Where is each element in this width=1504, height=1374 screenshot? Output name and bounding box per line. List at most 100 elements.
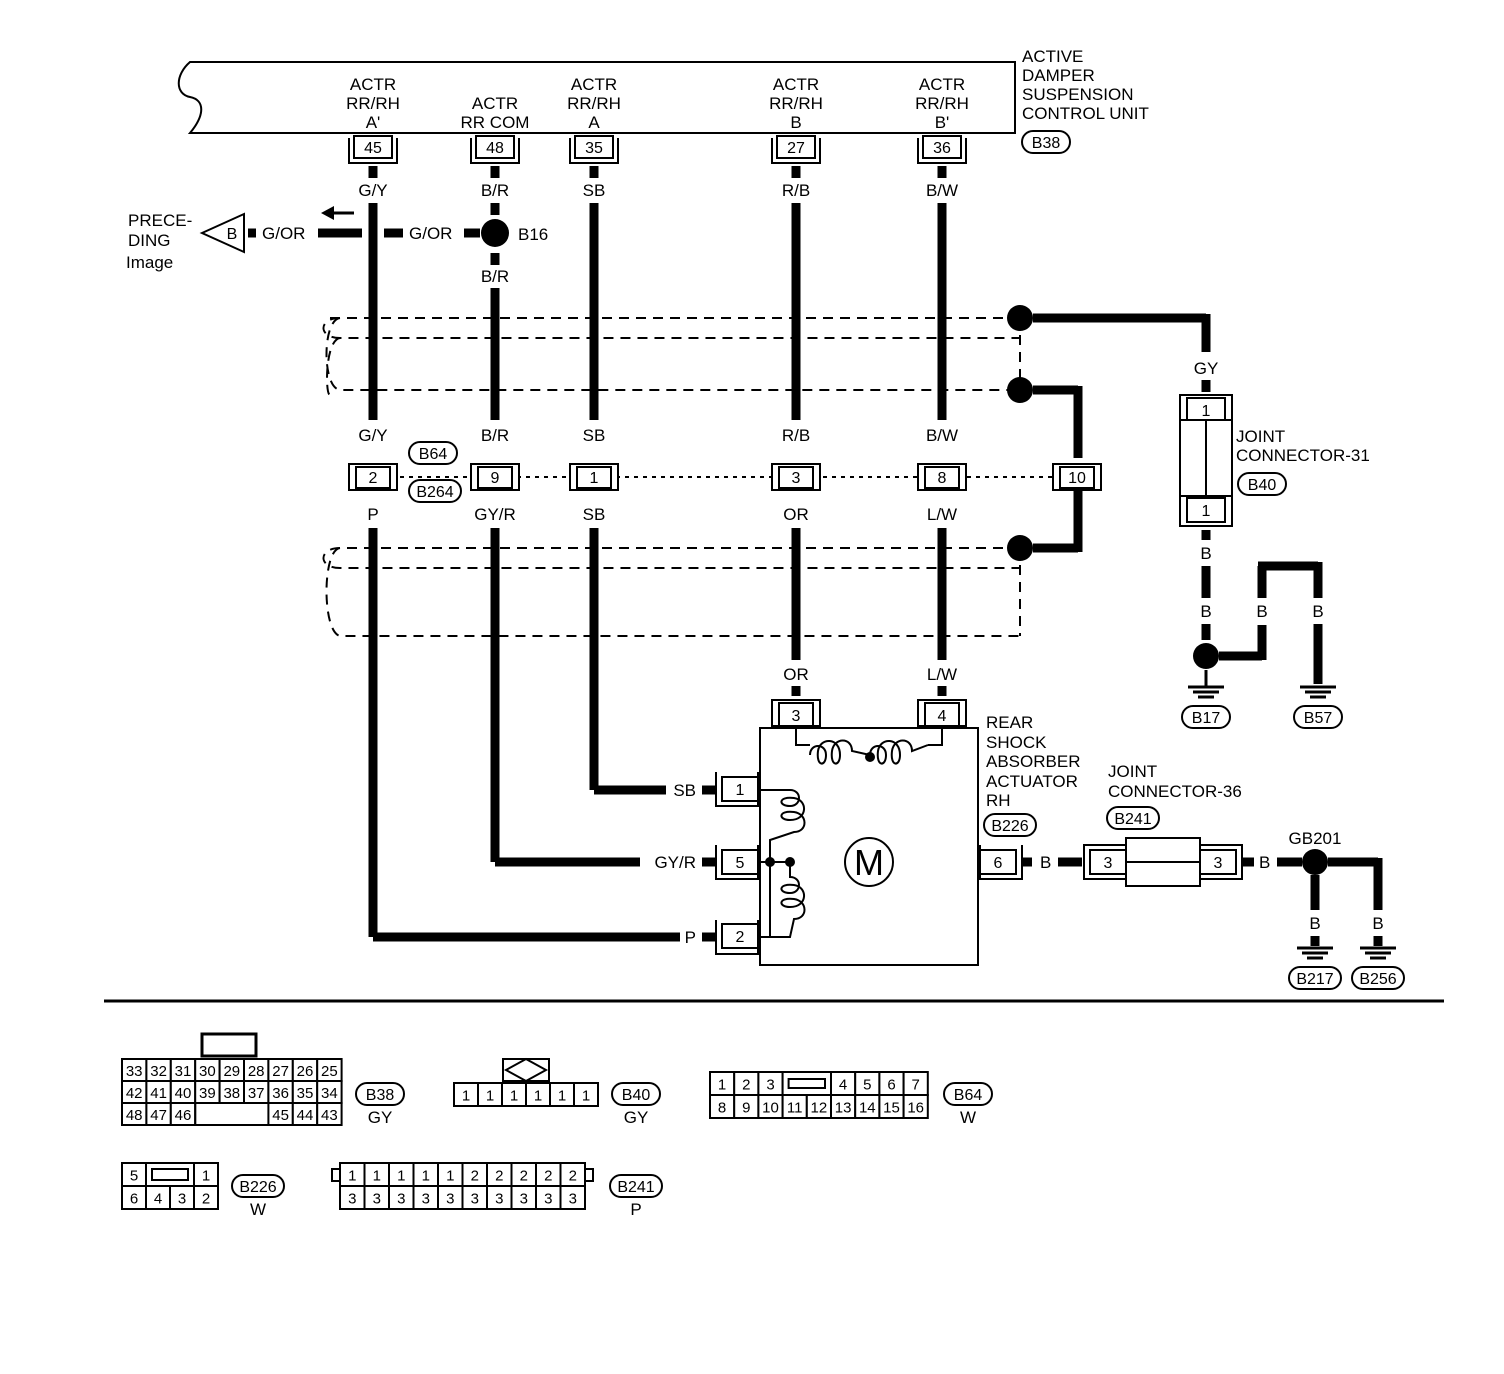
b241-pin-text: 2 xyxy=(471,1168,479,1185)
actuator-name-1: REAR xyxy=(986,713,1033,732)
actuator-pin6-number: 6 xyxy=(994,855,1003,872)
b40-pin-text: 1 xyxy=(462,1088,470,1105)
b38-pin-text: 40 xyxy=(175,1085,192,1102)
joint36-name-1: JOINT xyxy=(1108,762,1157,781)
inline-pin-3: 3 xyxy=(771,463,821,491)
wire-36-top: B/W xyxy=(926,181,958,200)
b64-pin-text: 12 xyxy=(811,1100,828,1117)
b226-face-badge xyxy=(231,1174,285,1198)
b241-pin-text: 3 xyxy=(422,1191,430,1208)
joint-connector-31: GY 1 1 JOINT CONNECTOR-31 B40 B B B B xyxy=(1179,359,1370,729)
wire-45-mid: G/Y xyxy=(358,426,387,445)
b38-face-badge xyxy=(355,1082,405,1106)
b64-pin-text: 3 xyxy=(766,1077,774,1094)
splice-b16-dot xyxy=(481,219,509,247)
pin-45-number: 45 xyxy=(364,140,382,157)
b64-pin-text: 13 xyxy=(835,1100,852,1117)
b38-face-id: B38 xyxy=(366,1087,395,1104)
preceding-label-1: PRECE- xyxy=(128,211,192,230)
actuator-pin3-wire: OR xyxy=(783,665,809,684)
term-35-label-2: RR/RH xyxy=(567,94,621,113)
ground-b256-id: B256 xyxy=(1359,971,1396,988)
b226-face-id: B226 xyxy=(239,1179,276,1196)
actuator-name-2: SHOCK xyxy=(986,733,1047,752)
joint31-pin-top: 1 xyxy=(1202,403,1211,420)
b40-pin-text: 1 xyxy=(558,1088,566,1105)
b38-pin-text: 46 xyxy=(175,1107,192,1124)
ground-gb201-label: GB201 xyxy=(1289,829,1342,848)
actuator-pin1-wire: SB xyxy=(673,781,696,800)
b40-pin-text: 1 xyxy=(510,1088,518,1105)
b64-pin-text: 11 xyxy=(787,1100,803,1117)
actuator-pin2-number: 2 xyxy=(736,929,745,946)
ground-gb201-dot xyxy=(1302,849,1328,875)
inline-pin-9: 9 xyxy=(470,463,520,491)
b241-pin-text: 1 xyxy=(422,1168,430,1185)
joint36-pin-out: 3 xyxy=(1214,855,1223,872)
b241-pin-text: 1 xyxy=(348,1168,356,1185)
shield-drain-mid-dot xyxy=(1007,377,1033,403)
pin-27-number: 27 xyxy=(787,140,805,157)
control-unit-connector-id: B38 xyxy=(1032,135,1061,152)
ground-b17-id: B17 xyxy=(1192,710,1221,727)
wire-48-bottom: GY/R xyxy=(474,505,516,524)
joint31-branch-wire: B xyxy=(1256,602,1267,621)
inline-pin-10-number: 10 xyxy=(1068,470,1086,487)
b38-pin-text: 42 xyxy=(126,1085,143,1102)
wire-45-top: G/Y xyxy=(358,181,387,200)
b38-pin-text: 41 xyxy=(150,1085,167,1102)
wire-48-top: B/R xyxy=(481,181,509,200)
ground-b57-id: B57 xyxy=(1304,710,1333,727)
preceding-marker: B xyxy=(227,226,238,243)
b38-pin-text: 38 xyxy=(223,1085,240,1102)
wire-goor-left: G/OR xyxy=(262,224,305,243)
wire-27-mid: R/B xyxy=(782,426,810,445)
b64-latch xyxy=(787,1078,826,1089)
term-45-label-1: ACTR xyxy=(350,75,396,94)
motor-icon xyxy=(844,837,894,887)
wire-27-bottom: OR xyxy=(783,505,809,524)
b241-pin-text: 2 xyxy=(569,1168,577,1185)
actuator-name-5: RH xyxy=(986,791,1011,810)
b241-pin-text: 1 xyxy=(373,1168,381,1185)
inline-pin-9-number: 9 xyxy=(491,470,500,487)
b226-face-color: W xyxy=(250,1200,266,1219)
inline-pin-1-number: 1 xyxy=(590,470,599,487)
wire-45-bottom: P xyxy=(367,505,378,524)
joint36-pin-in: 3 xyxy=(1104,855,1113,872)
wire-labels-bottom: P GY/R SB OR L/W xyxy=(367,505,957,524)
b226-pin-text: 2 xyxy=(202,1191,210,1208)
b241-pin-text: 2 xyxy=(544,1168,552,1185)
wire-35-bottom: SB xyxy=(583,505,606,524)
pin-35-number: 35 xyxy=(585,140,603,157)
b38-pin-text: 26 xyxy=(297,1063,314,1080)
ground-b17-wire: B xyxy=(1200,602,1211,621)
term-27-label-1: ACTR xyxy=(773,75,819,94)
b38-pin-text: 28 xyxy=(248,1063,265,1080)
joint31-connector-id: B40 xyxy=(1248,477,1277,494)
b64-pin-text: 8 xyxy=(718,1100,726,1117)
b64-pin-text: 16 xyxy=(907,1100,924,1117)
b64-pin-cell xyxy=(902,1094,929,1119)
ground-b57-wire: B xyxy=(1312,602,1323,621)
b40-pin-cell xyxy=(573,1082,599,1107)
pin-36: 36 xyxy=(917,135,967,164)
actuator-pin5-wire: GY/R xyxy=(654,853,696,872)
b64-pin-text: 5 xyxy=(863,1077,871,1094)
wire-labels-mid: G/Y B/R SB R/B B/W xyxy=(358,426,958,445)
b38-pin-text: 32 xyxy=(150,1063,167,1080)
control-unit-name-4: CONTROL UNIT xyxy=(1022,104,1149,123)
inline-connector-b264-label: B264 xyxy=(416,484,453,501)
actuator-connector-id: B226 xyxy=(991,818,1028,835)
term-35-label-3: A xyxy=(588,113,600,132)
shield-drain-top-dot xyxy=(1007,305,1033,331)
ground-b17-icon xyxy=(1188,670,1224,699)
inline-connector-b64-label: B64 xyxy=(419,446,448,463)
joint31-pin-bottom: 1 xyxy=(1202,503,1211,520)
joint36-connector-id: B241 xyxy=(1114,811,1151,828)
b226-latch xyxy=(151,1168,189,1181)
b38-pin-text: 35 xyxy=(297,1085,314,1102)
pin-27: 27 xyxy=(771,135,821,164)
wire-goor-right: G/OR xyxy=(409,224,452,243)
motor-label: M xyxy=(854,842,884,883)
